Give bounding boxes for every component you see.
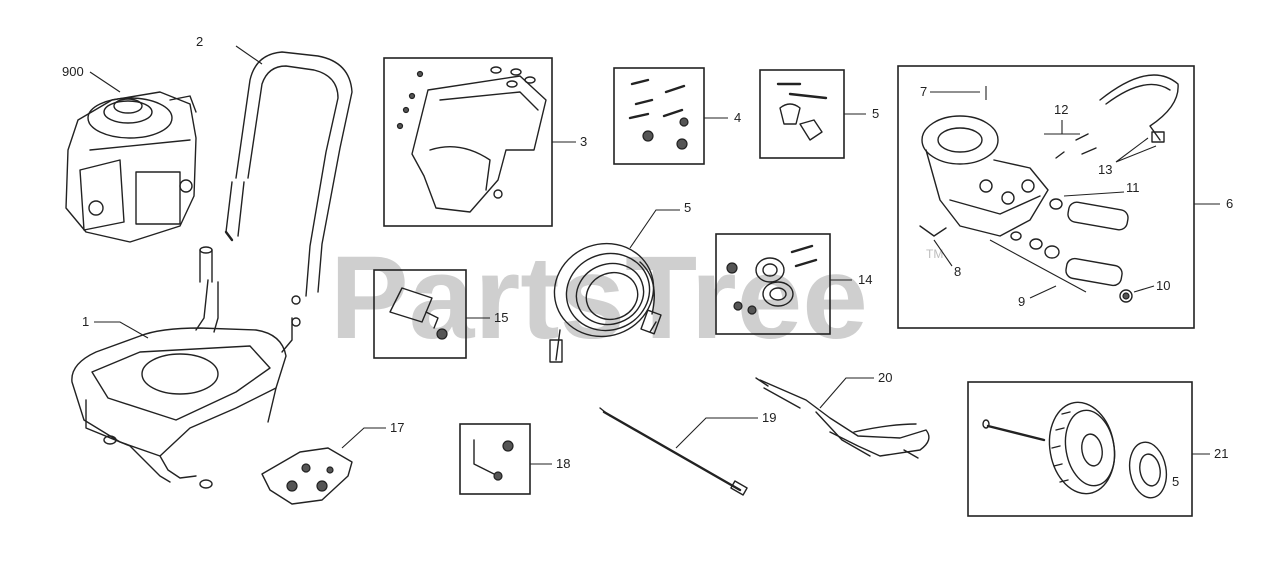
callout-11: 11 bbox=[1126, 180, 1140, 195]
hose-part[interactable] bbox=[541, 230, 666, 363]
callout-900: 900 bbox=[62, 64, 84, 79]
bolt-kit-box[interactable] bbox=[759, 69, 845, 159]
handle-part[interactable] bbox=[224, 51, 353, 327]
callout-7: 7 bbox=[920, 84, 927, 99]
watermark-text: PartsTree bbox=[330, 232, 868, 364]
callout-6: 6 bbox=[1226, 196, 1233, 211]
hardware-kit-box[interactable] bbox=[613, 67, 705, 165]
callout-9: 9 bbox=[1018, 294, 1025, 309]
callout-14: 14 bbox=[858, 272, 872, 287]
watermark-trademark: TM bbox=[926, 247, 943, 261]
callout-18: 18 bbox=[556, 456, 570, 471]
bracket-kit-part bbox=[396, 66, 547, 213]
clip-kit-box[interactable] bbox=[373, 269, 467, 359]
spray-gun-part[interactable] bbox=[755, 377, 930, 459]
callout-17: 17 bbox=[390, 420, 404, 435]
callout-10: 10 bbox=[1156, 278, 1170, 293]
callout-15: 15 bbox=[494, 310, 508, 325]
hardware-kit-part bbox=[628, 78, 689, 150]
piston-lower-part bbox=[1010, 231, 1123, 287]
callout-4: 4 bbox=[734, 110, 741, 125]
wheel-kit-part bbox=[982, 401, 1168, 499]
frame-part[interactable] bbox=[71, 246, 293, 489]
pump-part bbox=[919, 115, 1097, 237]
callout-8: 8 bbox=[954, 264, 961, 279]
piston-part bbox=[1049, 198, 1129, 231]
callout-21: 21 bbox=[1214, 446, 1228, 461]
callout-13: 13 bbox=[1098, 162, 1112, 177]
wheel-kit-box[interactable] bbox=[967, 381, 1193, 517]
bearing-kit-box[interactable] bbox=[715, 233, 831, 335]
seal-part bbox=[1119, 289, 1133, 303]
callout-3: 3 bbox=[580, 134, 587, 149]
wand-part[interactable] bbox=[599, 407, 748, 496]
bolt-kit-part bbox=[776, 82, 828, 141]
callout-5-hose: 5 bbox=[684, 200, 691, 215]
fitting-kit-box[interactable] bbox=[459, 423, 531, 495]
callout-19: 19 bbox=[762, 410, 776, 425]
callout-wheel-cap: 5 bbox=[1172, 474, 1179, 489]
callout-20: 20 bbox=[878, 370, 892, 385]
pump-hose-part bbox=[1099, 74, 1179, 143]
engine-part[interactable] bbox=[65, 91, 197, 243]
callout-12: 12 bbox=[1054, 102, 1068, 117]
bearing-kit-part bbox=[726, 244, 818, 315]
callout-5-bolts: 5 bbox=[872, 106, 879, 121]
clip-kit-part bbox=[389, 287, 448, 340]
callout-1: 1 bbox=[82, 314, 89, 329]
pump-box[interactable] bbox=[897, 65, 1195, 329]
fitting-kit-part bbox=[473, 439, 514, 481]
callout-2: 2 bbox=[196, 34, 203, 49]
bracket-plate-part[interactable] bbox=[261, 447, 353, 505]
